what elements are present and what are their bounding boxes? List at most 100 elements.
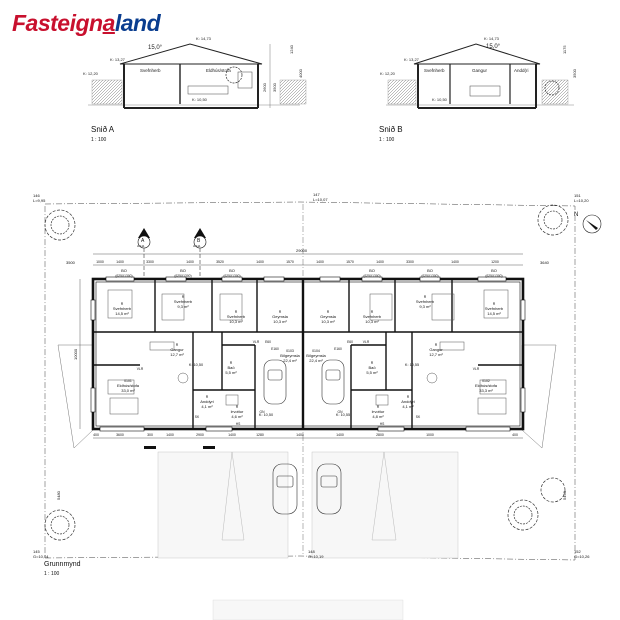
room-name: Eldhús/stofa [117, 383, 140, 388]
room-code: 0103 [286, 349, 294, 353]
north-arrow-icon [582, 214, 602, 234]
bottom-dim: 1400 [296, 433, 304, 437]
room-area: 12,7 m² [170, 352, 184, 357]
section-a-room2: Eldhús/stofa [206, 68, 231, 73]
room-name: Gangur [429, 347, 443, 352]
section-b-k-ground: K: 12,20 [380, 71, 396, 76]
garage-cars [263, 359, 345, 515]
bottom-dim: 1280 [256, 433, 264, 437]
section-b-dim-2: 3500 [572, 68, 577, 78]
windows [90, 276, 526, 432]
corner-tl-k: L=9,95 [33, 198, 46, 203]
plan-tag: E160 [334, 347, 342, 351]
room-name: Bílgeymsla [306, 353, 326, 358]
level-label: K: 10,55 [405, 363, 419, 367]
interior-walls [93, 279, 523, 429]
tree-icons [44, 66, 569, 541]
room-name: Svefnherb [416, 299, 435, 304]
room-name: Svefnherb [174, 299, 193, 304]
section-marker-a-ref: A-111 [137, 244, 145, 248]
section-a-k-eave: K: 13,27 [110, 57, 126, 62]
bottom-dim: 400 [512, 433, 518, 437]
plan-tag: HS [380, 422, 385, 426]
bo-label: BO [491, 268, 497, 273]
corner-tc-k: L=10,07 [313, 197, 328, 202]
room-name: Geymsla [272, 314, 289, 319]
section-a-title: Snið A [91, 125, 115, 134]
section-a-k-ground: K: 12,20 [83, 71, 99, 76]
top-dim: 1570 [346, 260, 354, 264]
room-name: Svefnherb [485, 306, 504, 311]
bo-size: (625X1300) [485, 274, 502, 278]
corner-tc-id: 147 [313, 192, 320, 197]
level-label: K: 10,55 [336, 413, 350, 417]
room-name: Þvottur [372, 409, 385, 414]
room-area: 4,8 m² [372, 414, 384, 419]
room-code: R [377, 405, 380, 409]
room-area: 4,1 m² [402, 404, 414, 409]
dim-overall-depth: 10000 [73, 348, 78, 360]
section-b-drawing [386, 43, 574, 109]
room-area: 10,3 m² [365, 319, 379, 324]
level-label: K: 10,50 [189, 363, 203, 367]
dim-overall-width: 29000 [296, 248, 308, 253]
top-dim: 3520 [216, 260, 224, 264]
plan-scale: 1 : 100 [44, 571, 60, 577]
corner-tl-id: 146 [33, 193, 40, 198]
top-dim: 1400 [256, 260, 264, 264]
room-code: 0104 [312, 349, 320, 353]
section-a-k-ridge: K: 14,73 [196, 36, 212, 41]
room-code: R [327, 310, 330, 314]
plan-tag: HS [236, 422, 241, 426]
room-area: 10,3 m² [321, 319, 335, 324]
plan-title: Grunnmynd [44, 561, 81, 568]
room-name: Svefnherb [113, 306, 132, 311]
plan-tag: SK [195, 415, 200, 419]
bottom-dim: 3600 [116, 433, 124, 437]
section-a-scale: 1 : 100 [91, 137, 107, 143]
room-code: R [230, 361, 233, 365]
section-b-angle: 15,0° [486, 44, 501, 50]
plan-tag: E60 [265, 340, 271, 344]
room-code: 0101 [124, 379, 132, 383]
corner-tr-k: L=10,20 [574, 198, 589, 203]
marker-bar-1 [144, 446, 156, 449]
room-code: R [279, 310, 282, 314]
room-code: R [121, 302, 124, 306]
section-marker-b-ref: A-111 [193, 244, 201, 248]
furniture [107, 289, 509, 415]
section-marker-b [193, 228, 207, 279]
plan-tag: VLR [363, 340, 370, 344]
room-area: 10,3 m² [273, 319, 287, 324]
top-dim: 1400 [186, 260, 194, 264]
room-code: R [371, 310, 374, 314]
section-b-k-floor: K: 10,50 [432, 97, 448, 102]
room-area: 4,6 m² [231, 414, 243, 419]
room-name: Geymsla [320, 314, 337, 319]
room-area: 12,7 m² [429, 352, 443, 357]
section-a-drawing [88, 43, 307, 109]
plan-tag: GN [260, 410, 266, 414]
section-marker-a [137, 228, 151, 279]
room-name: Bílgeymsla [280, 353, 300, 358]
room-code: R [407, 395, 410, 399]
bottom-dim: 1400 [336, 433, 344, 437]
room-area: 14,5 m² [115, 311, 129, 316]
room-name: Anddyri [401, 399, 415, 404]
bo-size: (625X1300) [115, 274, 132, 278]
top-dim: 1000 [96, 260, 104, 264]
room-name: Baö [368, 365, 376, 370]
north-label: N [574, 212, 578, 218]
plan-tag: VLR [473, 367, 480, 371]
corner-bl-k: G=10,04 [33, 554, 49, 559]
room-name: Svefnherb [363, 314, 382, 319]
bo-size: (625X1300) [421, 274, 438, 278]
section-marker-a-letter: A [141, 238, 145, 244]
corner-bl-id: 145 [33, 549, 40, 554]
plan-tag: VLR [253, 340, 260, 344]
top-dim: 3300 [146, 260, 154, 264]
room-area: 22,4 m² [309, 358, 323, 363]
